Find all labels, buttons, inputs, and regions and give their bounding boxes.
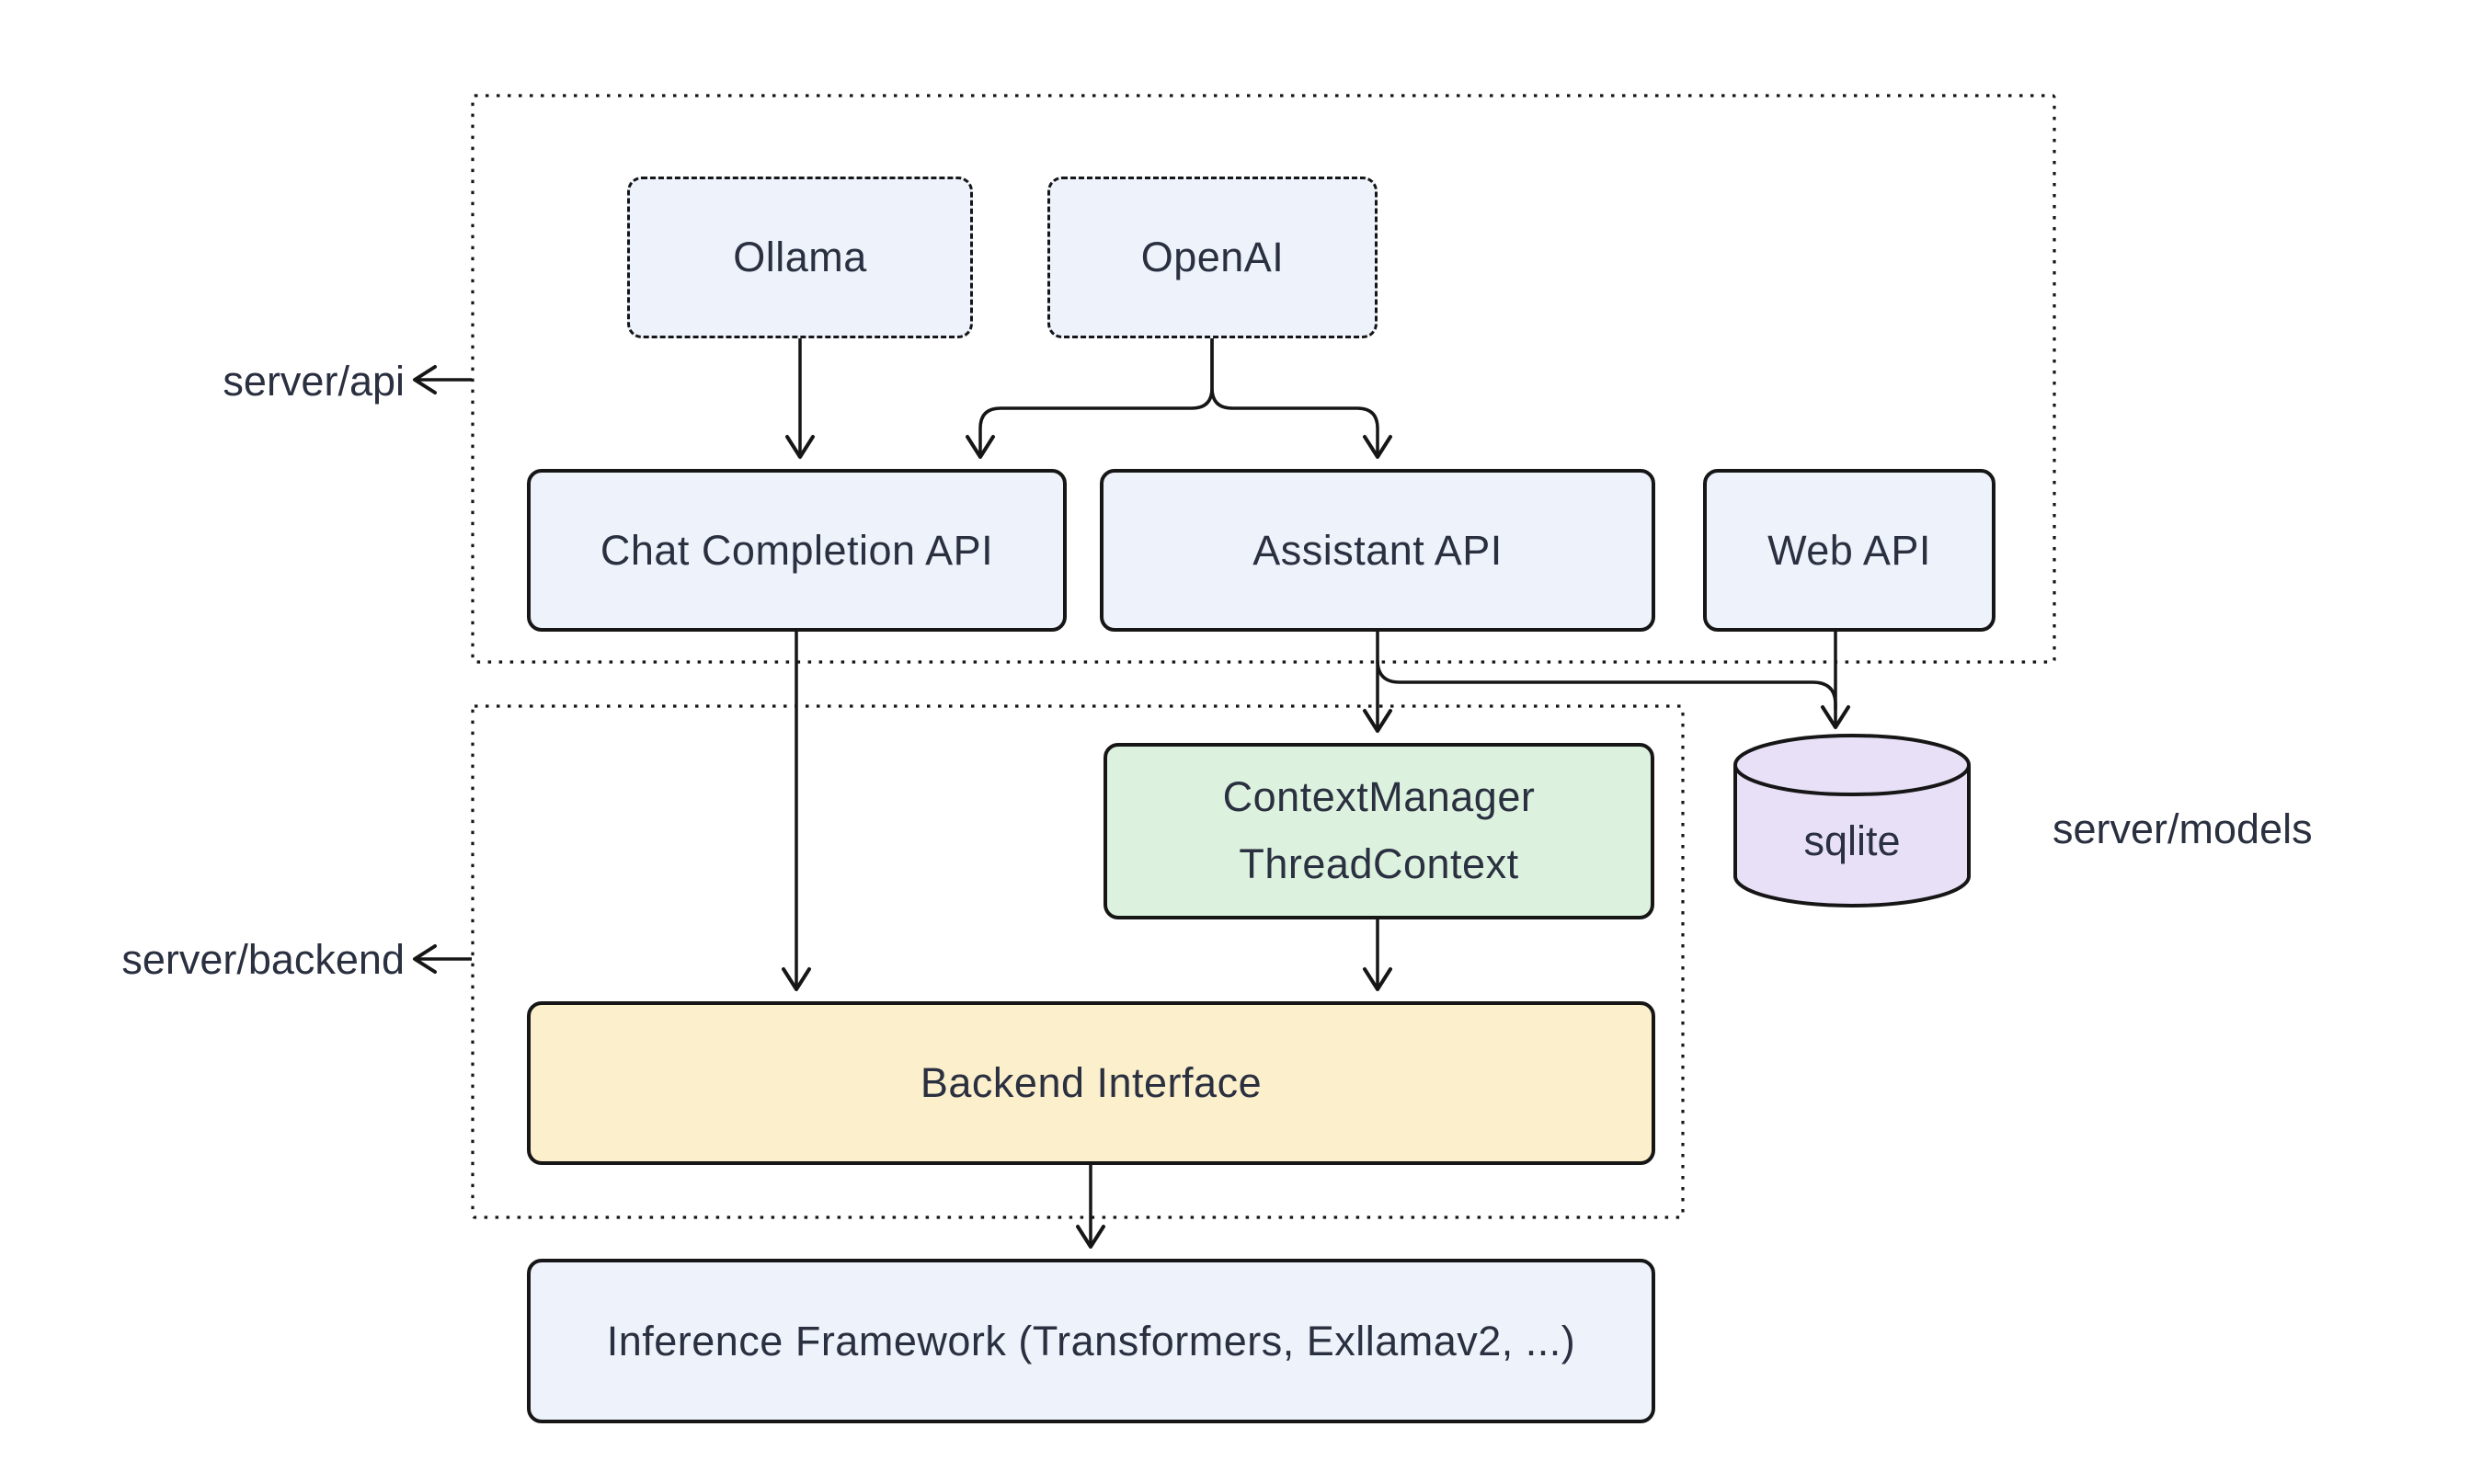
node-context-manager: ContextManager ThreadContext: [1103, 743, 1654, 919]
node-web-api: Web API: [1703, 469, 1995, 632]
node-assistant-api-label: Assistant API: [1252, 526, 1503, 574]
node-sqlite-label: sqlite: [1803, 817, 1900, 864]
section-label-server-backend: server/backend: [121, 936, 405, 983]
node-ollama: Ollama: [627, 177, 973, 338]
sqlite-cylinder: sqlite: [1733, 734, 1971, 908]
node-chat-completion-api-label: Chat Completion API: [600, 526, 994, 574]
node-backend-interface-label: Backend Interface: [920, 1059, 1263, 1106]
section-label-server-models: server/models: [2053, 805, 2313, 852]
node-ollama-label: Ollama: [733, 234, 867, 280]
node-openai: OpenAI: [1047, 177, 1378, 338]
node-context-manager-line2: ThreadContext: [1239, 840, 1519, 887]
node-openai-label: OpenAI: [1140, 234, 1285, 280]
node-inference-framework-label: Inference Framework (Transformers, Exlla…: [606, 1317, 1576, 1364]
edge-openai-to-chat-completion: [966, 338, 1214, 459]
edge-assistant-to-sqlite-branch: [1376, 659, 1837, 710]
section-label-server-api: server/api: [223, 358, 405, 405]
sqlite-cylinder-top: [1733, 734, 1971, 796]
sqlite-cylinder-body: [1733, 765, 1971, 908]
node-backend-interface: Backend Interface: [527, 1001, 1655, 1165]
node-inference-framework: Inference Framework (Transformers, Exlla…: [527, 1259, 1655, 1423]
node-chat-completion-api: Chat Completion API: [527, 469, 1067, 632]
node-web-api-label: Web API: [1767, 526, 1931, 574]
node-assistant-api: Assistant API: [1100, 469, 1655, 632]
node-context-manager-line1: ContextManager: [1222, 773, 1536, 821]
edge-openai-to-assistant: [1210, 338, 1392, 459]
